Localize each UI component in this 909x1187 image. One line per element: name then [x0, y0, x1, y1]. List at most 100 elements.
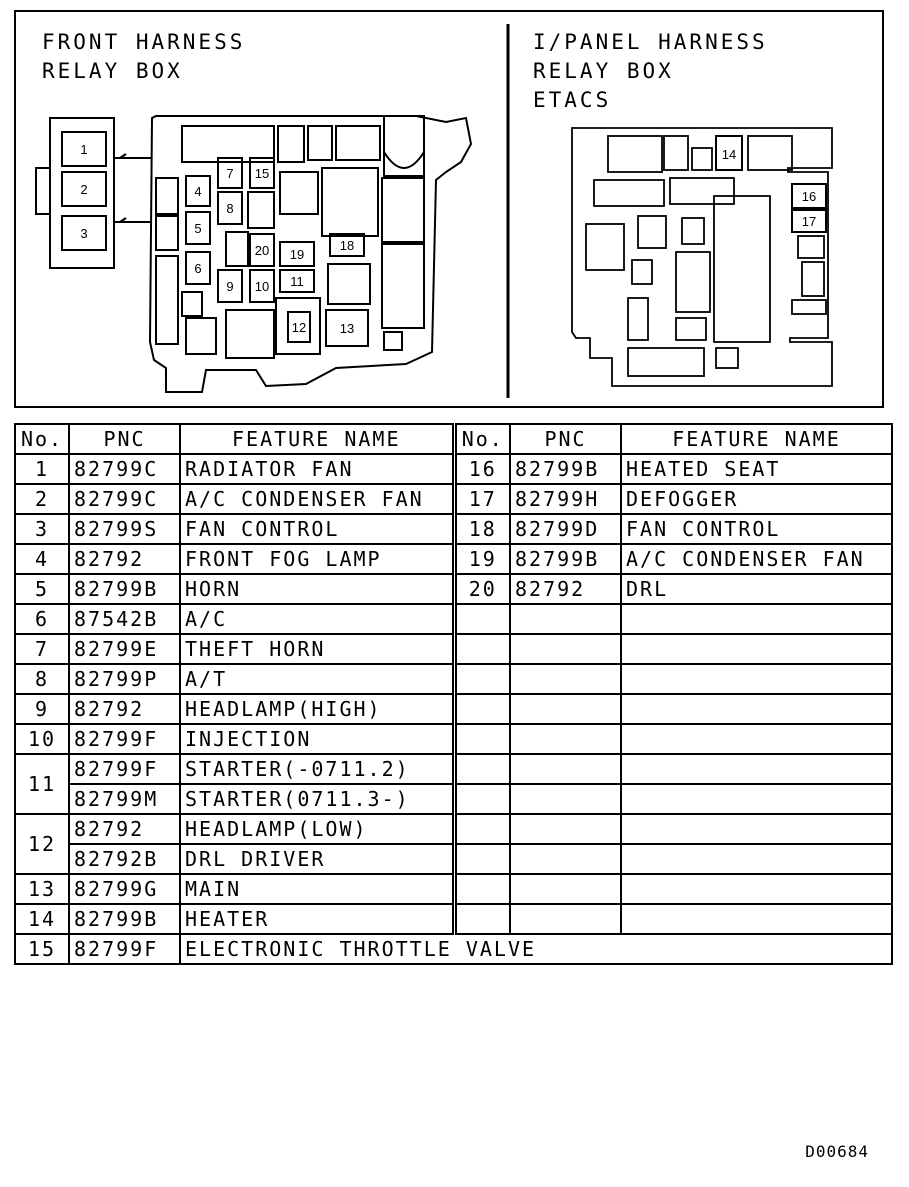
cell-feature-name: RADIATOR FAN — [179, 453, 455, 485]
cell-feature-name: STARTER(0711.3-) — [179, 783, 455, 815]
cell-pnc: 82799E — [68, 633, 181, 665]
cell-pnc: 82799M — [68, 783, 181, 815]
cell-empty — [620, 903, 893, 935]
svg-text:13: 13 — [340, 321, 354, 336]
cell-pnc: 82799B — [68, 573, 181, 605]
header-feature-name: FEATURE NAME — [179, 423, 455, 455]
cell-no-right: 20 — [451, 573, 511, 605]
cell-pnc-right: 82799B — [509, 453, 622, 485]
cell-no: 13 — [14, 873, 70, 905]
relay-slot-6: 6 — [185, 251, 211, 285]
relay-slot-14: 14 — [715, 135, 743, 171]
cell-feature-name-right: HEATED SEAT — [620, 453, 893, 485]
relay-slot-20: 20 — [249, 233, 275, 267]
cell-pnc: 82799G — [68, 873, 181, 905]
cell-empty — [620, 843, 893, 875]
front-relay-box-outline — [35, 115, 473, 393]
cell-feature-name: HEADLAMP(HIGH) — [179, 693, 455, 725]
cell-empty — [620, 873, 893, 905]
svg-text:19: 19 — [290, 247, 304, 262]
cell-no-right: 16 — [451, 453, 511, 485]
cell-empty — [509, 813, 622, 845]
cell-feature-name: INJECTION — [179, 723, 455, 755]
cell-empty — [451, 843, 511, 875]
cell-pnc-right: 82799H — [509, 483, 622, 515]
cell-no-right: 19 — [451, 543, 511, 575]
cell-empty — [509, 723, 622, 755]
cell-empty — [509, 903, 622, 935]
cell-pnc: 82792 — [68, 543, 181, 575]
cell-empty — [451, 813, 511, 845]
svg-text:5: 5 — [194, 221, 201, 236]
cell-no: 15 — [14, 933, 70, 965]
cell-pnc-right: 82799D — [509, 513, 622, 545]
cell-pnc: 82799F — [68, 933, 181, 965]
cell-feature-name-right: DRL — [620, 573, 893, 605]
title-line: I/PANEL HARNESS — [533, 30, 768, 54]
cell-no: 4 — [14, 543, 70, 575]
svg-text:2: 2 — [80, 182, 87, 197]
cell-pnc: 82799F — [68, 723, 181, 755]
cell-no: 10 — [14, 723, 70, 755]
relay-slot-16: 16 — [791, 183, 827, 209]
cell-no-right: 18 — [451, 513, 511, 545]
cell-empty — [509, 753, 622, 785]
cell-empty — [620, 693, 893, 725]
cell-pnc-right: 82792 — [509, 573, 622, 605]
cell-pnc: 82799B — [68, 903, 181, 935]
svg-text:3: 3 — [80, 226, 87, 241]
cell-no: 2 — [14, 483, 70, 515]
cell-no-right: 17 — [451, 483, 511, 515]
header-pnc-right: PNC — [509, 423, 622, 455]
svg-text:6: 6 — [194, 261, 201, 276]
cell-feature-name: A/T — [179, 663, 455, 695]
svg-text:16: 16 — [802, 189, 816, 204]
cell-pnc: 82799P — [68, 663, 181, 695]
svg-text:15: 15 — [255, 166, 269, 181]
cell-empty — [620, 783, 893, 815]
svg-text:9: 9 — [226, 279, 233, 294]
cell-pnc: 82799C — [68, 453, 181, 485]
cell-empty — [509, 873, 622, 905]
svg-text:12: 12 — [292, 320, 306, 335]
cell-empty — [620, 633, 893, 665]
relay-slot-17: 17 — [791, 209, 827, 233]
cell-empty — [451, 693, 511, 725]
cell-feature-name: THEFT HORN — [179, 633, 455, 665]
cell-empty — [509, 633, 622, 665]
diagram-code: D00684 — [805, 1142, 869, 1161]
ipanel-relay-box-outline — [571, 127, 833, 387]
svg-text:17: 17 — [802, 214, 816, 229]
cell-pnc: 82792 — [68, 693, 181, 725]
cell-feature-name-right: A/C CONDENSER FAN — [620, 543, 893, 575]
cell-feature-name: DRL DRIVER — [179, 843, 455, 875]
cell-empty — [451, 873, 511, 905]
cell-empty — [620, 813, 893, 845]
relay-slot-15: 15 — [249, 157, 275, 189]
cell-empty — [451, 723, 511, 755]
cell-empty — [509, 843, 622, 875]
header-no-right: No. — [451, 423, 511, 455]
cell-feature-name: FRONT FOG LAMP — [179, 543, 455, 575]
cell-no: 7 — [14, 633, 70, 665]
cell-empty — [509, 663, 622, 695]
cell-pnc: 82799C — [68, 483, 181, 515]
cell-empty — [451, 783, 511, 815]
cell-feature-name: MAIN — [179, 873, 455, 905]
cell-empty — [451, 603, 511, 635]
cell-empty — [451, 903, 511, 935]
cell-empty — [451, 753, 511, 785]
cell-no: 5 — [14, 573, 70, 605]
